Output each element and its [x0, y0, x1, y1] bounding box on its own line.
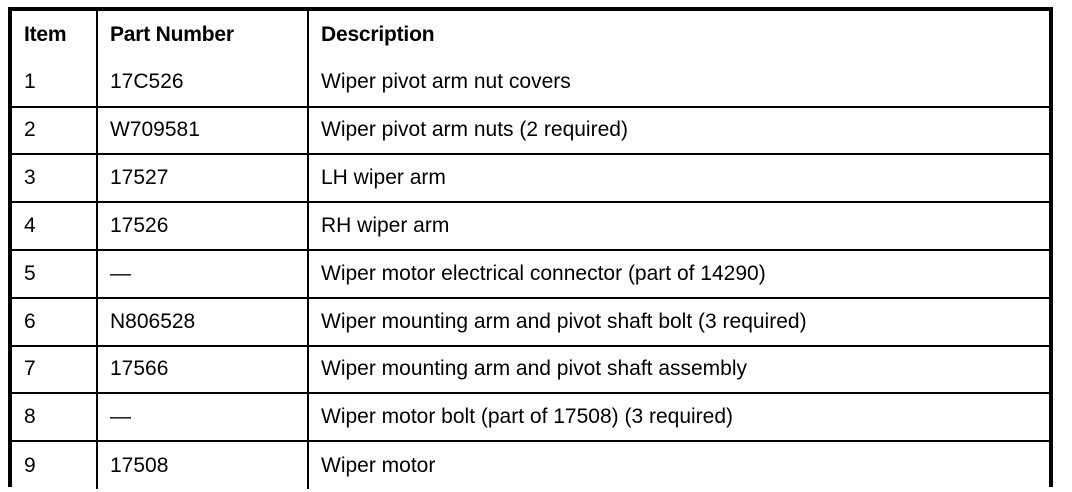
- table-row: 9 17508 Wiper motor: [12, 441, 1049, 489]
- cell-description: Wiper pivot arm nut covers: [308, 58, 1049, 108]
- table-row: 2 W709581 Wiper pivot arm nuts (2 requir…: [12, 106, 1049, 156]
- cell-description: Wiper mounting arm and pivot shaft bolt …: [308, 297, 1049, 347]
- table-row: 7 17566 Wiper mounting arm and pivot sha…: [12, 345, 1049, 395]
- cell-item: 5: [12, 249, 98, 299]
- column-header-item: Item: [12, 11, 98, 59]
- cell-description: Wiper pivot arm nuts (2 required): [308, 106, 1049, 156]
- cell-description: Wiper mounting arm and pivot shaft assem…: [308, 345, 1049, 395]
- cell-item: 8: [12, 393, 98, 443]
- cell-item: 6: [12, 297, 98, 347]
- cell-part-number: W709581: [97, 106, 309, 156]
- cell-item: 9: [12, 441, 98, 489]
- table-row: 1 17C526 Wiper pivot arm nut covers: [12, 58, 1049, 108]
- parts-table-container: Item Part Number Description 1 17C526 Wi…: [8, 7, 1053, 489]
- cell-item: 2: [12, 106, 98, 156]
- table-row: 5 — Wiper motor electrical connector (pa…: [12, 249, 1049, 299]
- cell-part-number: 17527: [97, 154, 309, 204]
- cell-description: Wiper motor bolt (part of 17508) (3 requ…: [308, 393, 1049, 443]
- cell-part-number: —: [97, 393, 309, 443]
- cell-item: 7: [12, 345, 98, 395]
- cell-item: 1: [12, 58, 98, 108]
- cell-description: Wiper motor electrical connector (part o…: [308, 249, 1049, 299]
- table-row: 8 — Wiper motor bolt (part of 17508) (3 …: [12, 393, 1049, 443]
- cell-part-number: 17508: [97, 441, 309, 489]
- cell-part-number: —: [97, 249, 309, 299]
- cell-description: RH wiper arm: [308, 202, 1049, 251]
- cell-item: 4: [12, 202, 98, 251]
- cell-part-number: 17566: [97, 345, 309, 395]
- table-row: 4 17526 RH wiper arm: [12, 202, 1049, 251]
- cell-part-number: 17C526: [97, 58, 309, 108]
- table-row: 3 17527 LH wiper arm: [12, 154, 1049, 204]
- column-header-description: Description: [321, 22, 435, 46]
- cell-part-number: 17526: [97, 202, 309, 251]
- table-header-row: Item Part Number Description: [12, 11, 1049, 59]
- parts-list-table: Item Part Number Description 1 17C526 Wi…: [12, 11, 1049, 489]
- cell-part-number: N806528: [97, 297, 309, 347]
- cell-description: LH wiper arm: [308, 154, 1049, 204]
- cell-description: Wiper motor: [321, 453, 436, 477]
- table-row: 6 N806528 Wiper mounting arm and pivot s…: [12, 297, 1049, 347]
- table-header: Item Part Number Description: [12, 11, 1049, 59]
- cell-item: 3: [12, 154, 98, 204]
- table-body: 1 17C526 Wiper pivot arm nut covers 2 W7…: [12, 58, 1049, 489]
- column-header-part-number: Part Number: [97, 11, 309, 59]
